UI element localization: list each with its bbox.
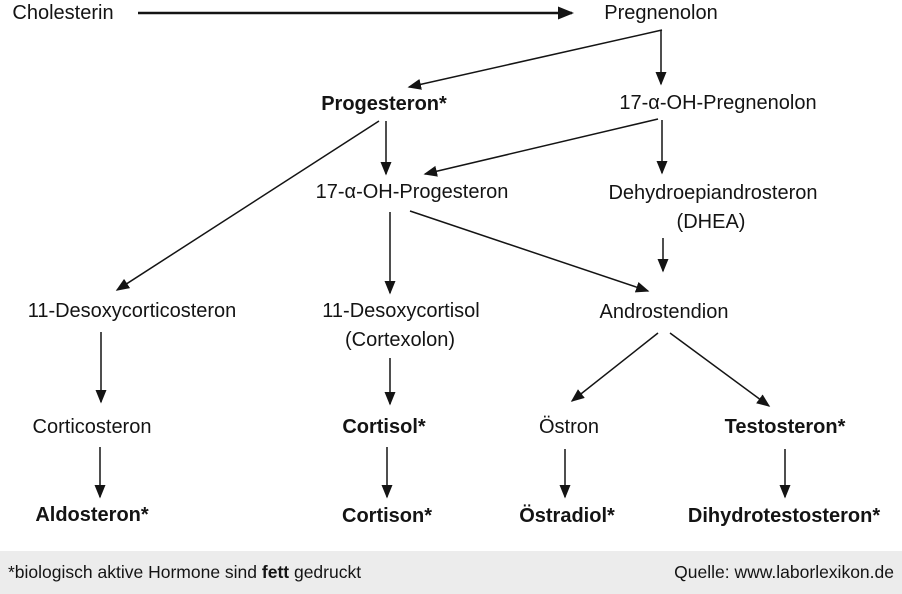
- footnote-bold-word: fett: [261, 562, 290, 582]
- footnote-suffix: gedruckt: [289, 562, 362, 582]
- node-oh-progesteron: 17-α-OH-Progesteron: [315, 181, 509, 203]
- footnote: *biologisch aktive Hormone sind fett ged…: [8, 562, 361, 583]
- arrow-oh-progesteron-androstendion: [409, 210, 650, 293]
- arrow-androstendion-testosteron: [669, 332, 771, 407]
- node-dehydroepiandrosteron: Dehydroepiandrosteron: [608, 182, 818, 204]
- node-progesteron: Progesteron*: [321, 93, 447, 115]
- edge-group: [94, 6, 791, 499]
- node-oestradiol: Östradiol*: [519, 505, 615, 527]
- node-cortison: Cortison*: [342, 505, 432, 527]
- node-dihydrotestosteron: Dihydrotestosteron*: [687, 505, 881, 527]
- node-cholesterin: Cholesterin: [12, 2, 114, 24]
- node-desoxycortisol: 11-Desoxycortisol: [322, 300, 480, 322]
- node-oestron: Östron: [538, 416, 600, 438]
- footnote-prefix: *biologisch aktive Hormone sind: [8, 562, 262, 582]
- node-dhea-abbrev: (DHEA): [676, 211, 746, 233]
- node-androstendion: Androstendion: [599, 301, 729, 323]
- node-cortisol: Cortisol*: [342, 416, 426, 438]
- arrow-androstendion-oestron: [570, 332, 659, 402]
- source-credit: Quelle: www.laborlexikon.de: [674, 562, 894, 582]
- node-corticosteron: Corticosteron: [32, 416, 152, 438]
- footer-bar: *biologisch aktive Hormone sind fett ged…: [0, 551, 902, 594]
- arrow-progesteron-desoxycorticosteron: [115, 120, 380, 291]
- node-desoxycorticosteron: 11-Desoxycorticosteron: [27, 300, 237, 322]
- arrow-pregnenolon-progesteron: [407, 29, 663, 90]
- arrow-oh-pregnenolon-oh-progesteron: [423, 118, 659, 177]
- node-cortexolon: (Cortexolon): [344, 329, 456, 351]
- node-testosteron: Testosteron*: [724, 416, 846, 438]
- node-pregnenolon: Pregnenolon: [604, 2, 718, 24]
- node-aldosteron: Aldosteron*: [35, 504, 149, 526]
- node-oh-pregnenolon: 17-α-OH-Pregnenolon: [619, 92, 817, 114]
